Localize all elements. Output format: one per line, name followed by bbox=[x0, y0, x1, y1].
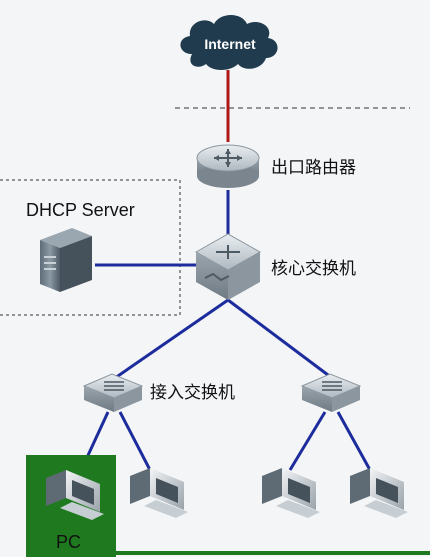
dhcp-server-zone-frame bbox=[0, 179, 181, 316]
pc-label: PC bbox=[56, 532, 82, 552]
dhcp-server-icon bbox=[40, 228, 92, 292]
access-pc2-link bbox=[118, 411, 152, 471]
pc-icon-2 bbox=[130, 468, 188, 518]
core-switch-icon bbox=[194, 233, 262, 300]
pc-icon-4 bbox=[350, 468, 408, 518]
core-access-right-link bbox=[227, 298, 333, 380]
core-switch-label: 核心交换机 bbox=[271, 259, 356, 279]
core-access-left-link bbox=[114, 298, 229, 380]
router-icon bbox=[196, 144, 260, 188]
access-switch-right-icon bbox=[300, 373, 362, 412]
pc-icon-3 bbox=[262, 468, 320, 518]
internet-cloud-icon bbox=[180, 15, 278, 70]
router-label: 出口路由器 bbox=[271, 158, 356, 178]
access-pc4-link bbox=[336, 411, 372, 471]
access-switch-left-icon bbox=[82, 373, 144, 412]
dhcp-server-label: DHCP Server bbox=[26, 200, 135, 220]
internet-label: Internet bbox=[204, 36, 256, 52]
access-pc3-link bbox=[288, 411, 327, 471]
access-switch-label: 接入交换机 bbox=[150, 383, 235, 403]
pc-icon-1 bbox=[46, 470, 104, 520]
